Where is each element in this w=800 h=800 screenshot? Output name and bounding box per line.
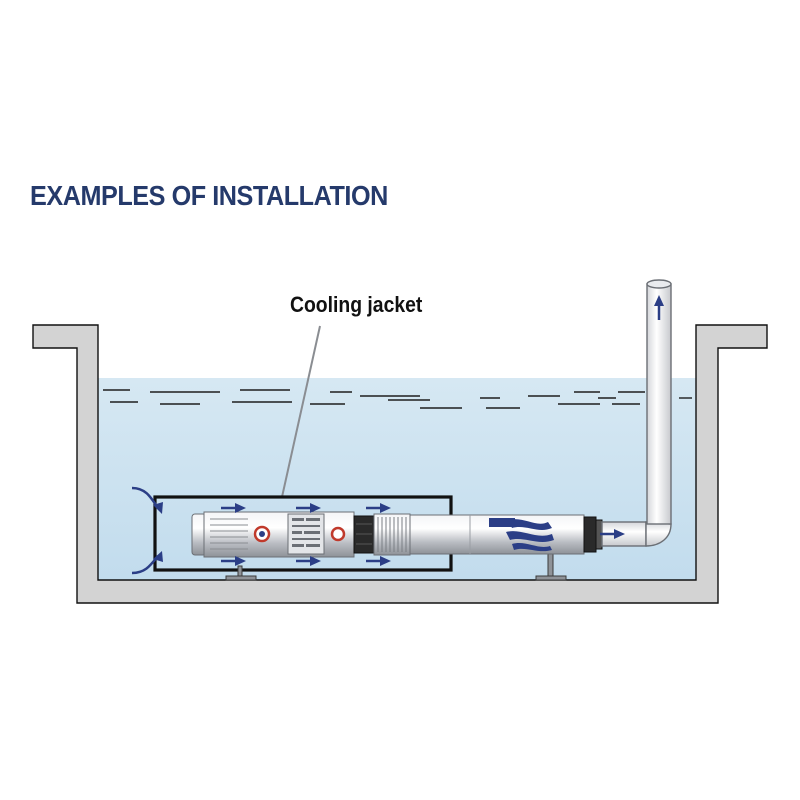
discharge-pipe	[601, 279, 672, 547]
diagram-title: EXAMPLES OF INSTALLATION	[30, 180, 388, 211]
flow-arrows	[131, 293, 666, 575]
submersible-pump	[191, 511, 603, 558]
cooling-jacket-label: Cooling jacket	[290, 292, 423, 317]
support-stand	[225, 540, 567, 581]
callout-leader-line	[281, 325, 321, 498]
water-surface-lines	[103, 389, 692, 409]
flow-arrow-icon	[131, 551, 163, 575]
tank-wall	[32, 324, 768, 604]
flow-arrow-icon	[131, 486, 163, 514]
brand-logo-icon	[489, 518, 554, 552]
